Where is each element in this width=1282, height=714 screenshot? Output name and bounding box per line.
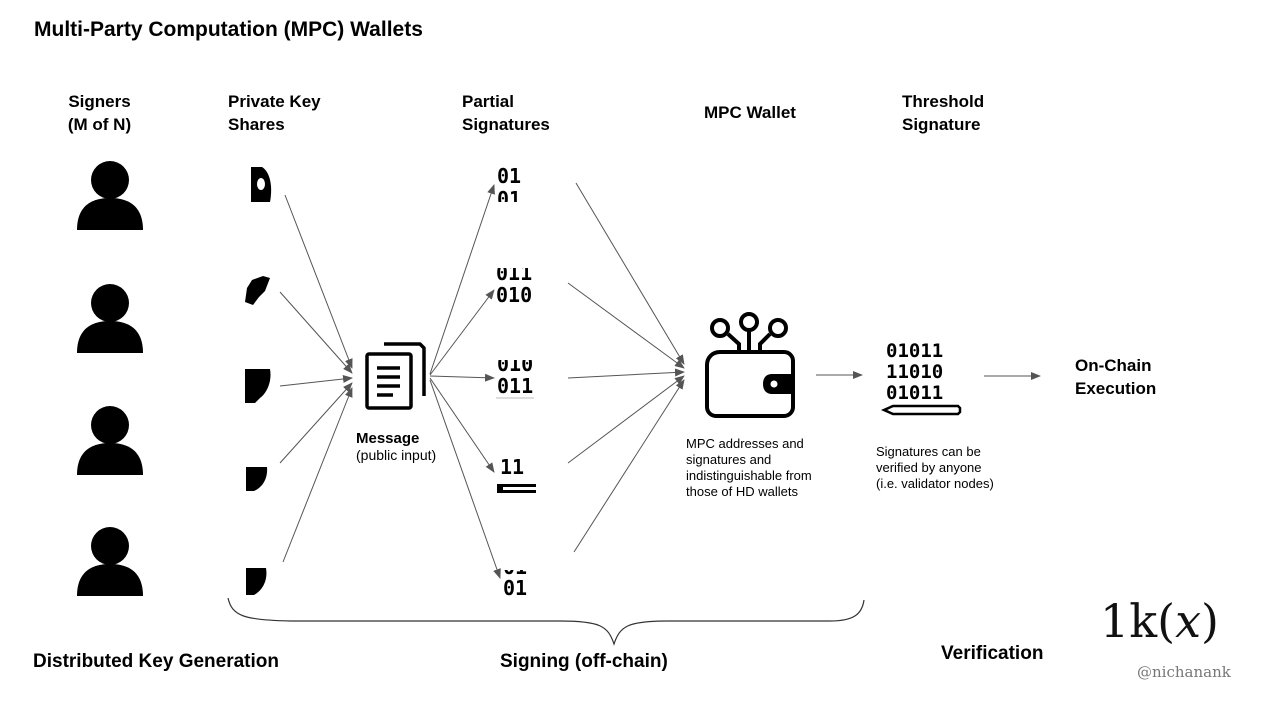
- on-chain-execution-label: On-Chain Execution: [1075, 354, 1156, 400]
- phase-dkg-label: Distributed Key Generation: [33, 651, 279, 672]
- signers-header: Signers (M of N): [52, 90, 147, 136]
- threshold-binary-line1: 01011: [886, 340, 943, 362]
- verify-note-line: Signatures can be: [876, 444, 981, 459]
- key-shares-header: Private Key Shares: [228, 90, 321, 136]
- partial-signatures-header-line2: Signatures: [462, 115, 550, 134]
- partial-signature-fragment: 01 01: [497, 164, 521, 211]
- mpc-wallet-header-line1: MPC Wallet: [704, 103, 796, 122]
- wallet-circuit-icon: [705, 312, 795, 418]
- phase-signing-label: Signing (off-chain): [500, 651, 668, 672]
- on-chain-line2: Execution: [1075, 379, 1157, 398]
- verify-note-line: verified by anyone: [876, 460, 982, 475]
- verify-note: Signatures can be verified by anyone (i.…: [876, 444, 994, 492]
- partial-binary-text: 010: [496, 283, 532, 307]
- partial-binary-text: 011: [496, 261, 532, 285]
- key-shares-header-line1: Private Key: [228, 92, 321, 111]
- share-to-message-arrows: [279, 194, 353, 563]
- key-share-fragment-icon: [245, 369, 271, 403]
- page-title: Multi-Party Computation (MPC) Wallets: [34, 18, 423, 41]
- key-shares-header-line2: Shares: [228, 115, 285, 134]
- brand-logo: 1k(𝑥): [1100, 594, 1219, 648]
- signers-header-line2: (M of N): [67, 115, 132, 134]
- partial-signature-fragment: 11: [497, 455, 536, 493]
- partial-binary-text: 01: [503, 576, 527, 600]
- partial-signature-fragment: 011 010: [496, 261, 532, 307]
- partial-signatures-header-line1: Partial: [462, 92, 514, 111]
- partial-binary-text: 01: [497, 164, 521, 188]
- threshold-signature-header-line1: Threshold: [902, 92, 985, 111]
- threshold-binary-line2: 11010: [886, 361, 943, 383]
- key-share-fragment-icon: [245, 276, 270, 305]
- wallet-note-line: MPC addresses and: [686, 436, 804, 451]
- person-icon: [77, 406, 143, 475]
- message-to-partials-arrows: [429, 184, 501, 579]
- partial-signature-fragment: 01 01: [503, 555, 527, 600]
- verify-note-line: (i.e. validator nodes): [876, 476, 994, 491]
- wallet-note-line: those of HD wallets: [686, 484, 798, 499]
- phase-verification-label: Verification: [941, 643, 1044, 664]
- threshold-signature-header: Threshold Signature: [902, 90, 984, 136]
- partial-binary-text: 010: [497, 352, 533, 376]
- partials-to-wallet-arrows: [567, 182, 685, 553]
- message-label-group: Message (public input): [356, 430, 436, 463]
- signing-phase-brace: [227, 597, 865, 646]
- on-chain-line1: On-Chain: [1075, 356, 1152, 375]
- message-sublabel: (public input): [356, 447, 437, 463]
- person-icon: [77, 161, 143, 230]
- wallet-note-line: indistinguishable from: [686, 468, 812, 483]
- message-label: Message: [356, 430, 420, 447]
- threshold-binary-line3: 01011: [886, 382, 943, 404]
- signers-header-line1: Signers: [68, 92, 131, 111]
- author-handle: @nichanank: [1137, 663, 1231, 681]
- partial-signatures-header: Partial Signatures: [462, 90, 550, 136]
- partial-binary-text: 01: [497, 187, 521, 211]
- person-icon: [77, 527, 143, 596]
- key-share-fragment-icon: [251, 167, 272, 202]
- key-share-fragment-icon: [246, 568, 267, 595]
- partial-binary-text: 01: [503, 555, 527, 579]
- partial-binary-text: 011: [497, 374, 533, 398]
- wallet-note: MPC addresses and signatures and indisti…: [686, 436, 812, 500]
- signature-pen-icon: 01011 11010 01011: [880, 340, 962, 416]
- key-share-fragment-icon: [246, 467, 268, 491]
- threshold-signature-header-line2: Signature: [902, 115, 981, 134]
- partial-signature-fragment: 010 011: [497, 352, 533, 398]
- document-stack-icon: [365, 342, 426, 410]
- partial-binary-text: 11: [500, 455, 524, 479]
- mpc-wallet-header: MPC Wallet: [704, 101, 796, 124]
- person-icon: [77, 284, 143, 353]
- wallet-note-line: signatures and: [686, 452, 772, 467]
